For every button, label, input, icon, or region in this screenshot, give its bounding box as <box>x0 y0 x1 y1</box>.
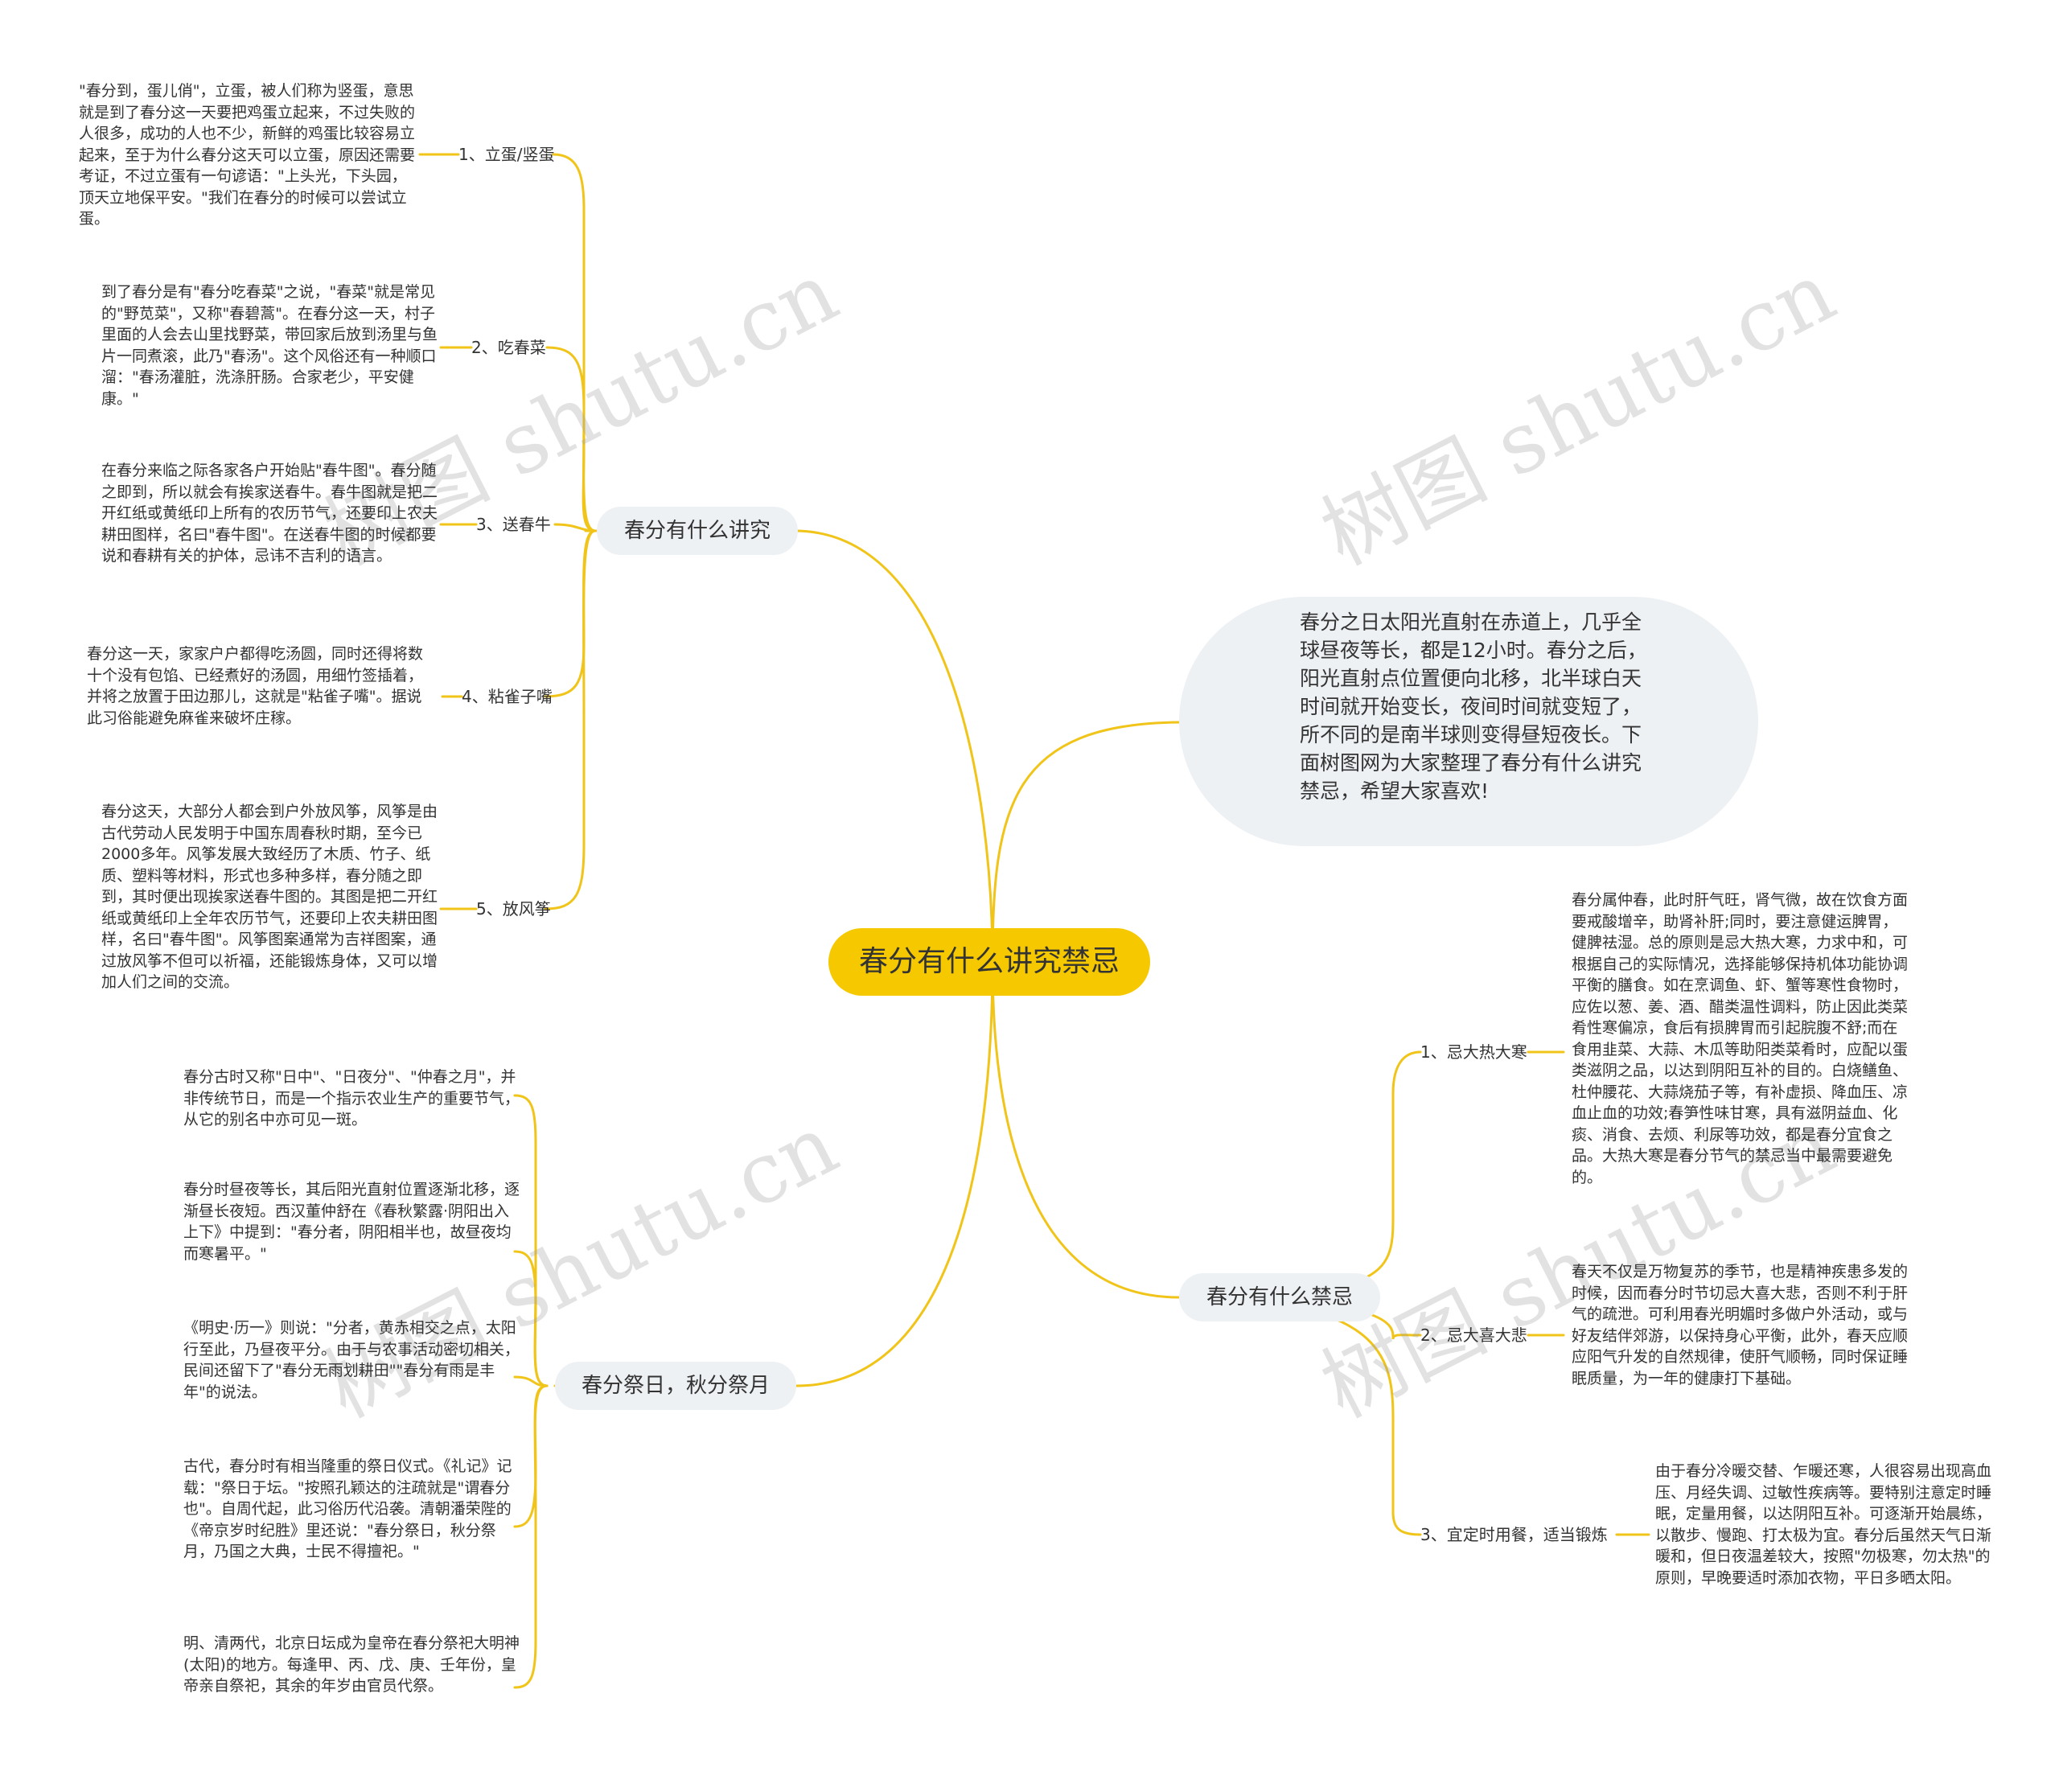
leaf-festival-1: 春分古时又称"日中"、"日夜分"、"仲春之月"，并非传统节日，而是一个指示农业生… <box>183 1068 520 1128</box>
subtopic-custom-2[interactable]: 2、吃春菜 <box>471 338 546 357</box>
subtopic-custom-3[interactable]: 3、送春牛 <box>476 515 551 534</box>
root-node[interactable]: 春分有什么讲究禁忌 <box>828 928 1150 996</box>
leaf-festival-4: 古代，春分时有相当隆重的祭日仪式。《礼记》记载："祭日于坛。"按照孔颖达的注疏就… <box>183 1457 512 1560</box>
intro-text: 春分之日太阳光直射在赤道上，几乎全球昼夜等长，都是12小时。春分之后，阳光直射点… <box>1300 610 1647 803</box>
subtopic-taboo-2[interactable]: 2、忌大喜大悲 <box>1420 1326 1527 1345</box>
subtopic-custom-4[interactable]: 4、粘雀子嘴 <box>462 687 553 706</box>
branch-festival[interactable]: 春分祭日，秋分祭月 <box>555 1362 796 1410</box>
subtopic-taboo-1[interactable]: 1、忌大热大寒 <box>1420 1042 1527 1062</box>
subtopic-custom-1[interactable]: 1、立蛋/竖蛋 <box>458 145 555 164</box>
leaf-taboo-2: 春天不仅是万物复苏的季节，也是精神疾患多发的时候，因而春分时节切忌大喜大悲，否则… <box>1572 1263 1909 1387</box>
leaf-festival-2: 春分时昼夜等长，其后阳光直射位置逐渐北移，逐渐昼长夜短。西汉董仲舒在《春秋繁露·… <box>183 1181 520 1263</box>
leaf-custom-5: 春分这天，大部分人都会到户外放风筝，风筝是由古代劳动人民发明于中国东周春秋时期，… <box>101 803 438 991</box>
subtopic-taboo-3[interactable]: 3、宜定时用餐，适当锻炼 <box>1420 1525 1608 1544</box>
leaf-custom-2: 到了春分是有"春分吃春菜"之说，"春菜"就是常见的"野苋菜"，又称"春碧蒿"。在… <box>101 283 438 408</box>
leaf-custom-4: 春分这一天，家家户户都得吃汤圆，同时还得将数十个没有包馅、已经煮好的汤圆，用细竹… <box>87 645 424 727</box>
leaf-custom-1: "春分到，蛋儿俏"，立蛋，被人们称为竖蛋，意思就是到了春分这一天要把鸡蛋立起来，… <box>79 82 416 228</box>
subtopic-custom-5[interactable]: 5、放风筝 <box>476 899 551 919</box>
leaf-taboo-1: 春分属仲春，此时肝气旺，肾气微，故在饮食方面要戒酸增辛，助肾补肝;同时，要注意健… <box>1572 891 1909 1186</box>
branch-customs[interactable]: 春分有什么讲究 <box>597 507 798 555</box>
leaf-festival-5: 明、清两代，北京日坛成为皇帝在春分祭祀大明神(太阳)的地方。每逢甲、丙、戊、庚、… <box>183 1634 520 1695</box>
branch-taboos[interactable]: 春分有什么禁忌 <box>1179 1273 1380 1321</box>
leaf-festival-3: 《明史·历一》则说："分者，黄赤相交之点，太阳行至此，乃昼夜平分。由于与农事活动… <box>183 1319 520 1401</box>
leaf-taboo-3: 由于春分冷暖交替、乍暖还寒，人很容易出现高血压、月经失调、过敏性疾病等。要特别注… <box>1655 1462 1992 1587</box>
leaf-custom-3: 在春分来临之际各家各户开始贴"春牛图"。春分随之即到，所以就会有挨家送春牛。春牛… <box>101 462 438 565</box>
intro-node[interactable]: 春分之日太阳光直射在赤道上，几乎全球昼夜等长，都是12小时。春分之后，阳光直射点… <box>1179 597 1758 846</box>
